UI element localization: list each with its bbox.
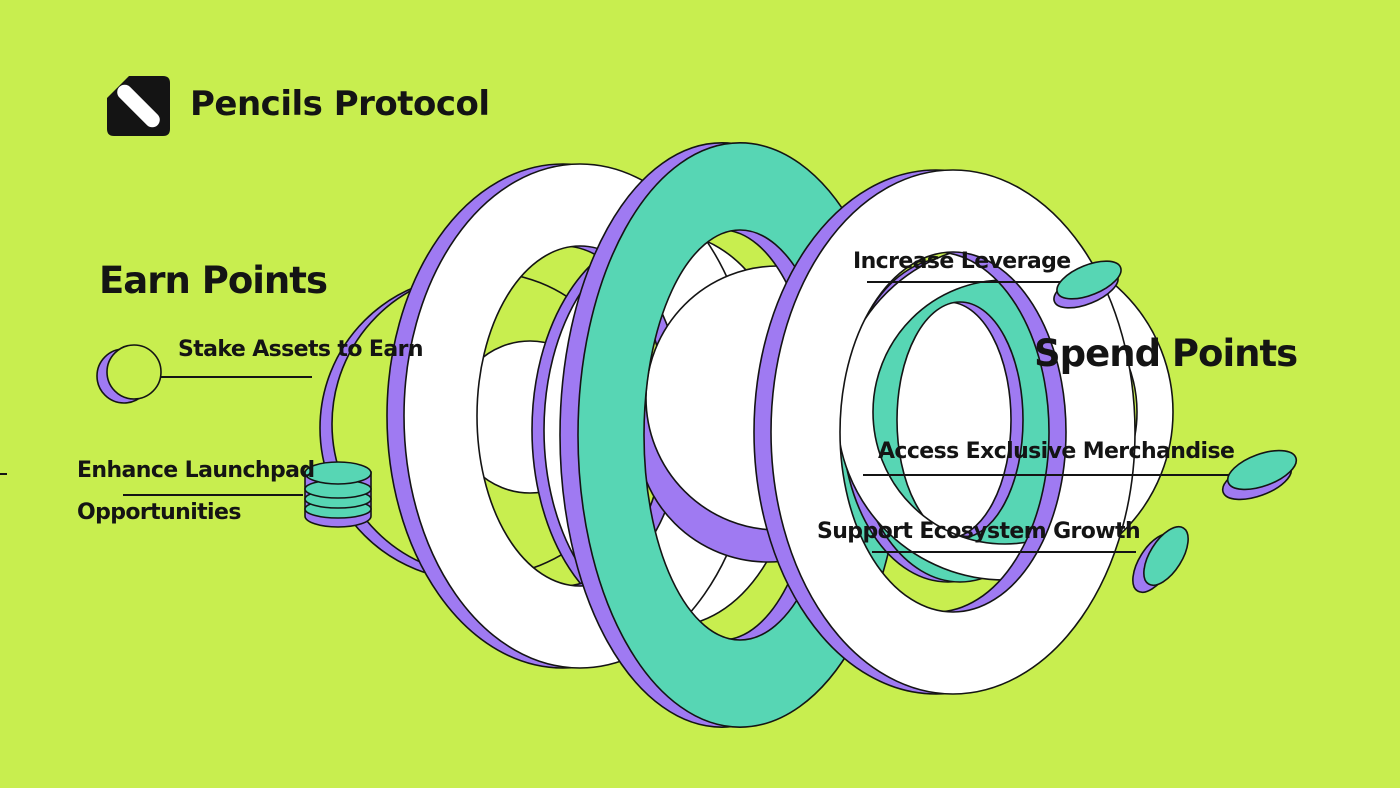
merchandise-coin-icon: [1221, 449, 1298, 501]
access-merchandise-label: Access Exclusive Merchandise: [878, 439, 1235, 464]
stake-assets-label: Stake Assets to Earn: [178, 337, 424, 362]
brand-wordmark: Pencils Protocol: [190, 84, 490, 124]
right-white-ring: [753, 169, 1136, 695]
increase-leverage-label: Increase Leverage: [853, 249, 1071, 274]
leverage-coin-icon: [1053, 260, 1122, 309]
enhance-launchpad-label-line2: Opportunities: [77, 500, 241, 525]
growth-coin-icon: [1132, 525, 1189, 594]
enhance-launchpad-label-line1: Enhance Launchpad: [77, 458, 315, 483]
coin-stack-icon: [304, 461, 372, 528]
support-growth-label: Support Ecosystem Growth: [817, 519, 1141, 544]
stake-node-circle: [96, 344, 162, 404]
pencils-logo-mark: [107, 76, 170, 136]
earn-points-heading: Earn Points: [99, 259, 328, 302]
far-right-ring: [836, 243, 1174, 581]
spend-points-heading: Spend Points: [1034, 332, 1298, 375]
